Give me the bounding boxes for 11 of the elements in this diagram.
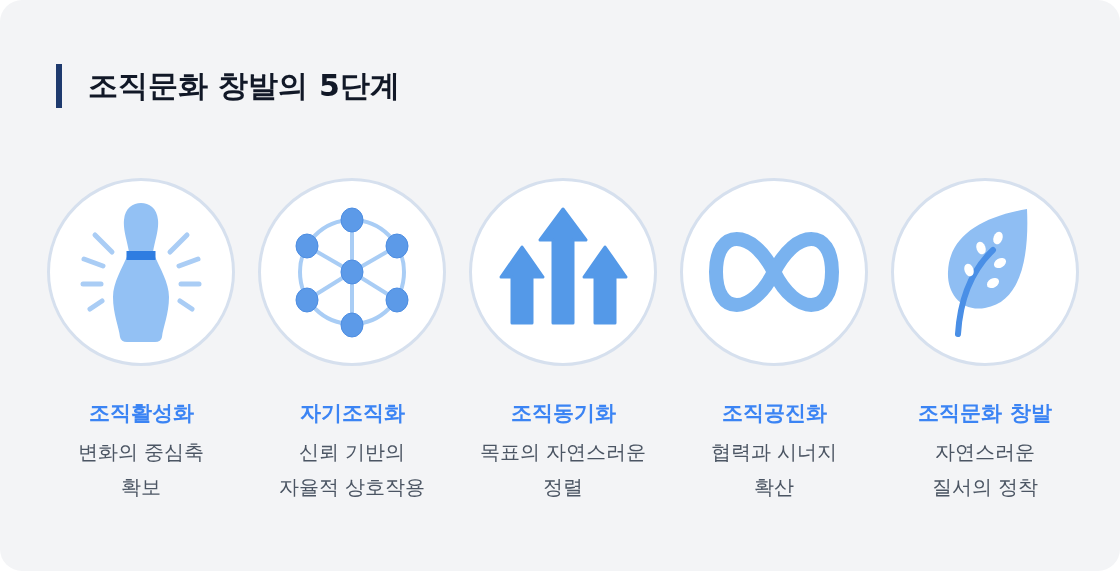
step-title: 자기조직화 <box>299 400 405 427</box>
diagram-title: 조직문화 창발의 5단계 <box>88 67 400 105</box>
step-description: 신뢰 기반의 자율적 상호작용 <box>277 439 427 501</box>
step-title: 조직동기화 <box>510 400 616 427</box>
step-title: 조직활성화 <box>88 400 194 427</box>
step-title: 조직문화 창발 <box>918 400 1052 427</box>
step-description: 변화의 중심축 확보 <box>76 439 206 501</box>
step-description: 자연스러운 질서의 정착 <box>930 439 1040 501</box>
step-description: 목표의 자연스러운 정렬 <box>478 439 648 501</box>
step-description: 협력과 시너지 확산 <box>709 439 839 501</box>
step-title: 조직공진화 <box>721 400 827 427</box>
